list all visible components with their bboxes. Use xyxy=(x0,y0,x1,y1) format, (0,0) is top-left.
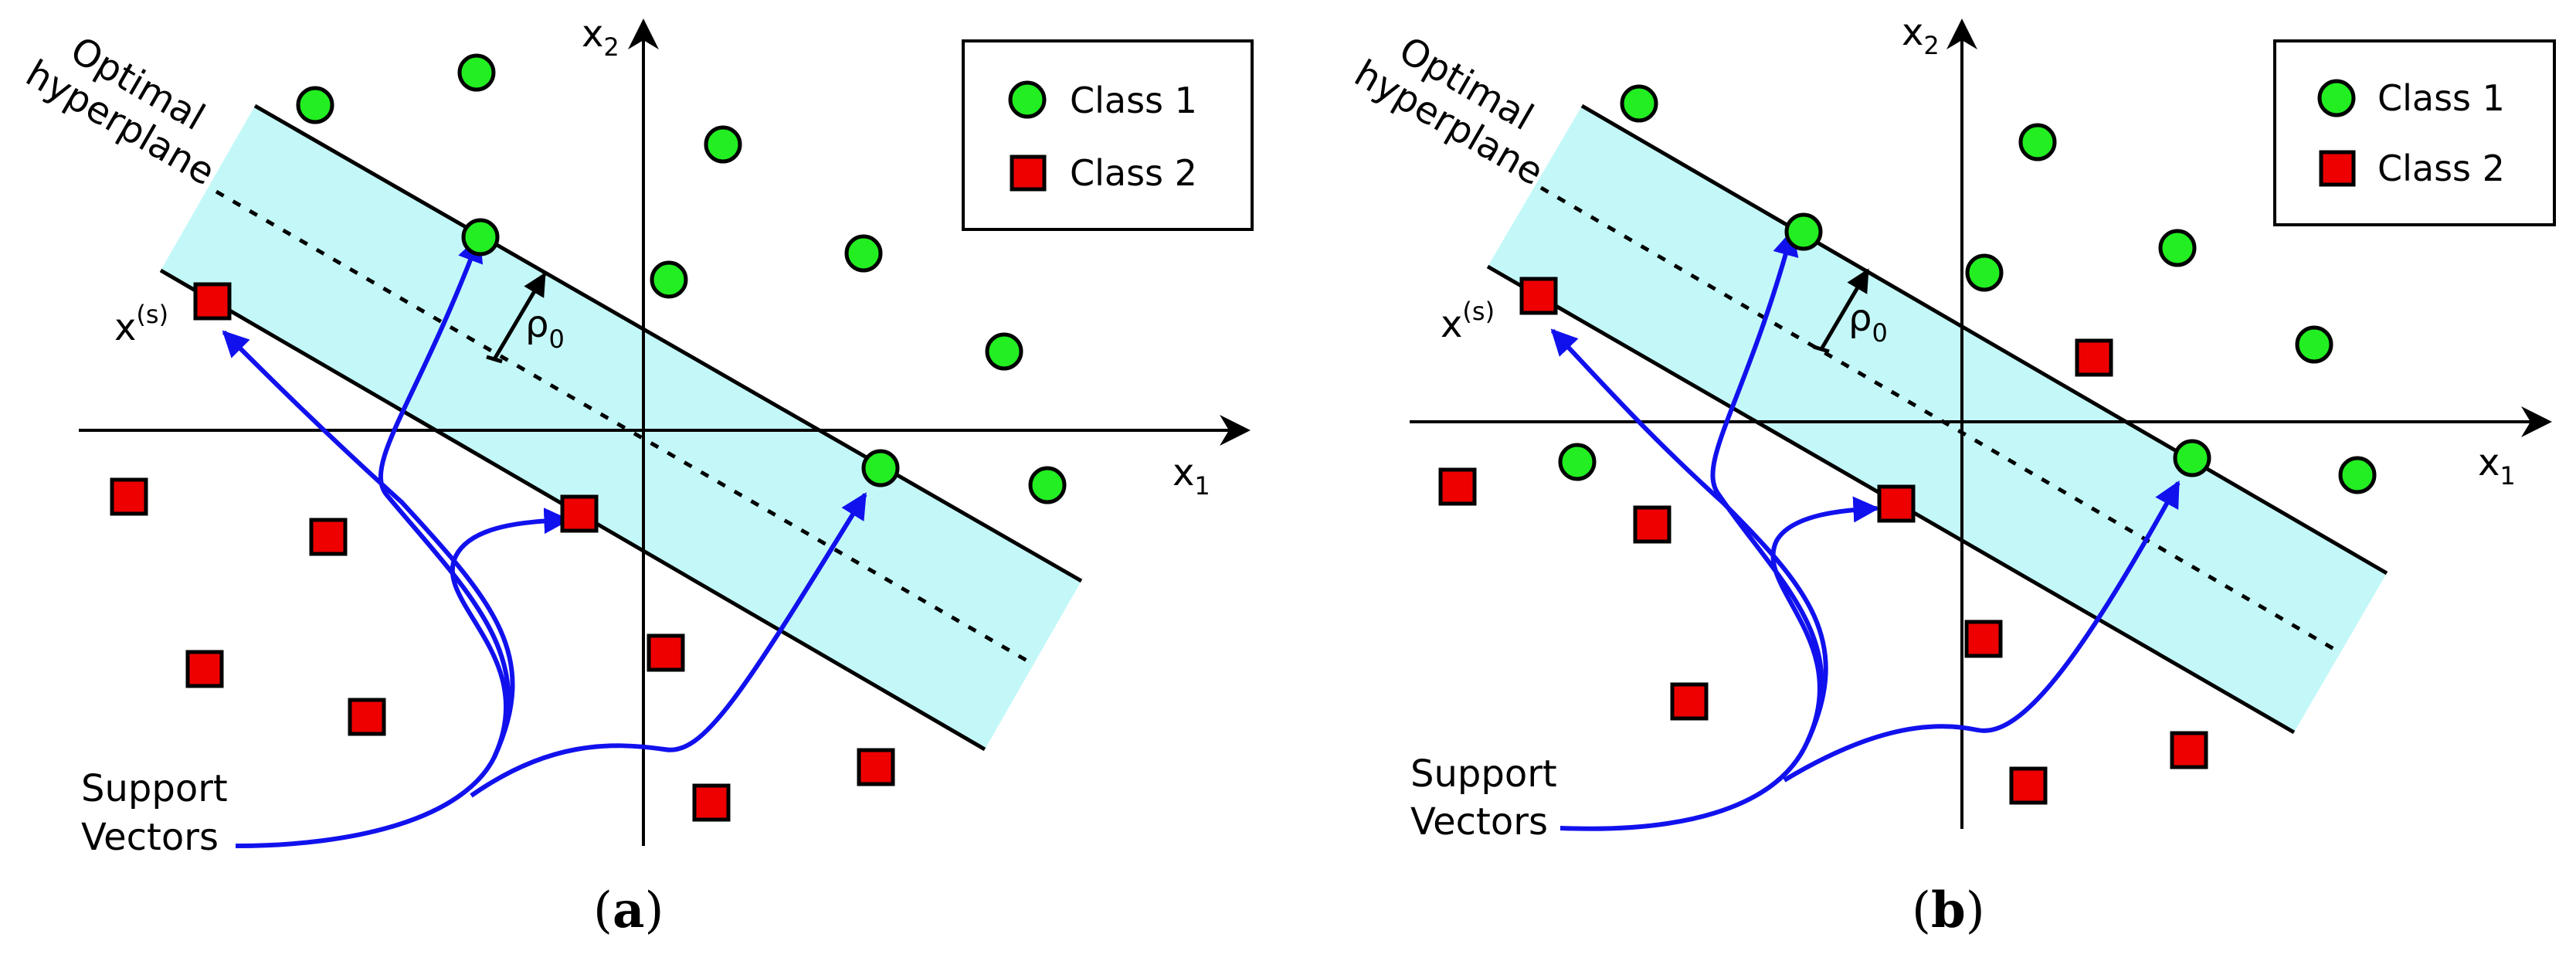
class2-points xyxy=(1438,277,2208,805)
legend-box xyxy=(962,39,1254,231)
class1-point xyxy=(296,86,334,124)
class2-point xyxy=(857,748,895,786)
class1-point xyxy=(1028,466,1067,504)
class1-support-vector xyxy=(1784,212,1823,251)
class2-support-vector xyxy=(560,494,599,533)
class2-point xyxy=(647,633,685,672)
class1-point xyxy=(2338,456,2377,494)
class2-point xyxy=(348,698,386,736)
class2-support-vector xyxy=(1877,484,1916,523)
class1-point xyxy=(650,260,688,299)
support-vectors-label-line2: Vectors xyxy=(1410,800,1548,844)
x2-axis-label: x2 xyxy=(582,12,619,62)
class2-point xyxy=(1633,505,1672,544)
class1-support-vector xyxy=(461,218,500,256)
margin-width-arrow xyxy=(492,272,547,361)
support-vector-arrows xyxy=(222,235,867,848)
class1-point xyxy=(1558,443,1597,481)
legend-b: Class 1 Class 2 xyxy=(2273,39,2556,226)
support-vectors-label-line1: Support xyxy=(1410,752,1557,796)
caption-b: (b) xyxy=(1912,881,1985,939)
support-vectors-label-line1: Support xyxy=(81,767,228,810)
class2-point xyxy=(185,650,224,688)
legend-class2-marker xyxy=(1010,155,1047,192)
class2-point xyxy=(309,518,348,556)
upper-margin-line xyxy=(1580,104,2388,576)
arrow-to-green-support-lower xyxy=(1783,480,2181,783)
class1-point xyxy=(1965,253,2004,292)
panel-b: x1 x2 Optimal hyperplane x(s) ρ0 Support… xyxy=(1347,11,2556,939)
optimal-hyperplane-line xyxy=(215,189,1035,667)
legend-class1-label: Class 1 xyxy=(1070,80,1197,121)
class1-points xyxy=(296,53,1067,504)
class1-support-vector xyxy=(2173,439,2211,477)
class2-support-vector xyxy=(193,282,232,321)
margin-width-label: ρ0 xyxy=(525,303,565,354)
x1-axis-label: x1 xyxy=(2478,441,2516,491)
support-point-label: x(s) xyxy=(1441,297,1495,346)
arrow-to-red-support-mid xyxy=(1770,496,1880,743)
class2-point xyxy=(2009,766,2048,805)
class2-point xyxy=(2075,338,2113,377)
arrow-to-green-support-upper xyxy=(235,235,511,848)
legend-class2-label: Class 2 xyxy=(1070,152,1197,194)
class2-points xyxy=(110,282,895,822)
class1-point xyxy=(457,53,496,92)
class2-point xyxy=(1438,467,1477,506)
margin-band xyxy=(1488,106,2387,732)
panel-a: x1 x2 Optimal hyperplane x(s) ρ0 Support… xyxy=(19,12,1254,939)
support-vector-arrows xyxy=(1550,229,2181,831)
class1-point xyxy=(985,332,1023,371)
arrow-to-green-support-upper xyxy=(1560,229,1824,831)
class1-point xyxy=(2018,123,2057,161)
caption-a: (a) xyxy=(593,881,664,939)
legend-class2-marker xyxy=(2319,150,2356,187)
class2-point xyxy=(2170,731,2208,769)
optimal-hyperplane-label: Optimal hyperplane xyxy=(19,29,222,194)
support-point-label: x(s) xyxy=(114,300,168,349)
class2-point xyxy=(1964,620,2003,658)
margin-width-arrow xyxy=(1819,268,1870,351)
legend-class1-marker xyxy=(1008,80,1047,119)
arrow-to-green-support-lower xyxy=(470,492,867,798)
class1-point xyxy=(1620,84,1658,123)
class1-point xyxy=(2295,325,2333,364)
legend-a: Class 1 Class 2 xyxy=(962,39,1254,231)
x2-axis-label: x2 xyxy=(1902,11,1940,60)
class1-point xyxy=(844,234,883,273)
class1-support-vector xyxy=(861,449,900,487)
arrow-to-red-support-topleft xyxy=(1550,328,1828,743)
optimal-hyperplane-label: Optimal hyperplane xyxy=(1347,29,1550,194)
legend-class2-label: Class 2 xyxy=(2377,148,2505,189)
x1-axis-label: x1 xyxy=(1173,451,1210,501)
class1-point xyxy=(2158,229,2197,267)
support-vectors-label-line2: Vectors xyxy=(81,816,219,859)
legend-class1-marker xyxy=(2317,79,2356,117)
class2-support-vector xyxy=(1519,277,1558,315)
arrow-to-red-support-topleft xyxy=(222,330,515,759)
legend-class1-label: Class 1 xyxy=(2377,77,2505,119)
arrow-to-red-support-mid xyxy=(450,508,571,759)
margin-arrow-tick xyxy=(486,355,503,364)
class1-points xyxy=(1558,84,2377,494)
margin-width-label: ρ0 xyxy=(1848,297,1888,348)
class1-point xyxy=(704,125,742,164)
class2-point xyxy=(1670,682,1709,721)
legend-box xyxy=(2273,39,2556,226)
upper-margin-line xyxy=(253,104,1083,583)
class2-point xyxy=(692,783,731,822)
class2-point xyxy=(110,477,148,516)
margin-arrow-tick xyxy=(1813,345,1830,354)
